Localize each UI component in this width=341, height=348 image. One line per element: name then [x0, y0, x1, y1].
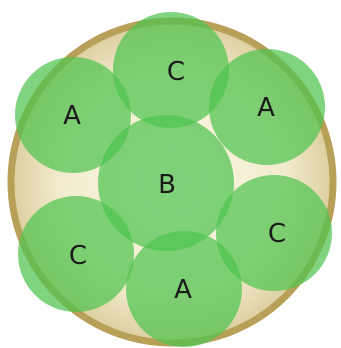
label-top: C [167, 57, 185, 87]
label-bottom-right: C [268, 219, 286, 249]
label-center: B [158, 170, 176, 200]
label-top-right: A [257, 93, 275, 123]
label-top-left: A [63, 101, 81, 131]
label-bottom-left: C [69, 241, 87, 271]
label-bottom: A [174, 275, 192, 305]
